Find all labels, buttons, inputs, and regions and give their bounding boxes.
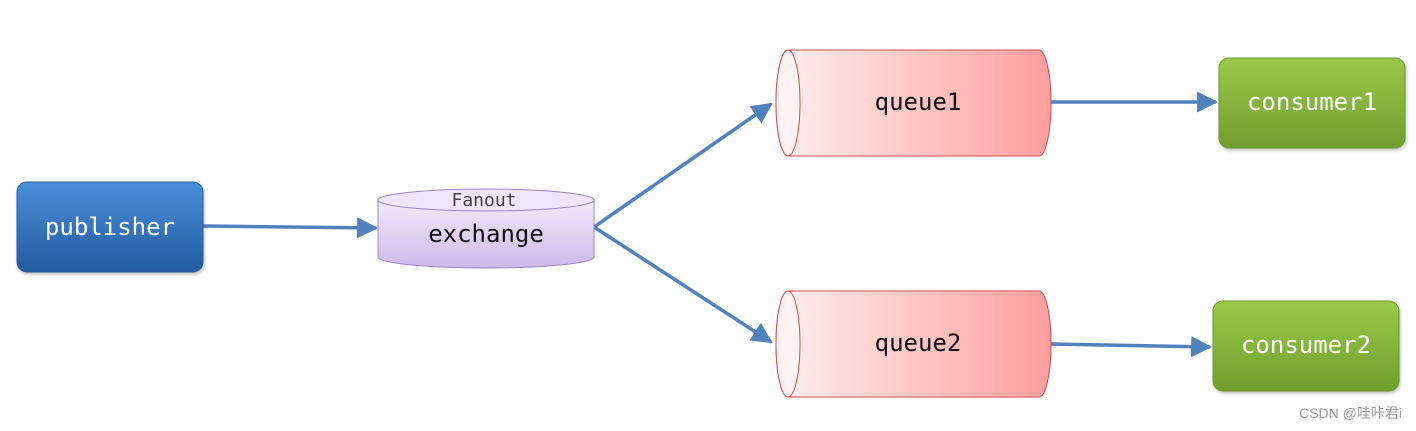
arrow-publisher-to-exchange [202, 217, 379, 239]
arrow-exchange-to-queue1 [593, 102, 773, 229]
connectors [202, 91, 1219, 358]
consumer2-label: consumer2 [1241, 331, 1371, 359]
arrow-exchange-to-queue2 [593, 225, 773, 344]
publisher-node: publisher [16, 181, 204, 273]
queue1-label: queue1 [875, 88, 962, 116]
watermark: CSDN @哇咔君i [1299, 405, 1402, 421]
consumer1-label: consumer1 [1247, 88, 1377, 116]
publisher-label: publisher [45, 213, 175, 241]
arrow-queue2-to-consumer2 [1050, 336, 1213, 358]
exchange-label: exchange [428, 220, 544, 248]
queue2-label: queue2 [875, 329, 962, 357]
queue1-node: queue1 [775, 49, 1052, 157]
exchange-node: Fanout exchange [377, 188, 595, 269]
queue2-node: queue2 [775, 290, 1052, 398]
exchange-type-label: Fanout [451, 190, 516, 211]
consumer1-node: consumer1 [1218, 57, 1406, 149]
consumer2-node: consumer2 [1212, 300, 1400, 392]
